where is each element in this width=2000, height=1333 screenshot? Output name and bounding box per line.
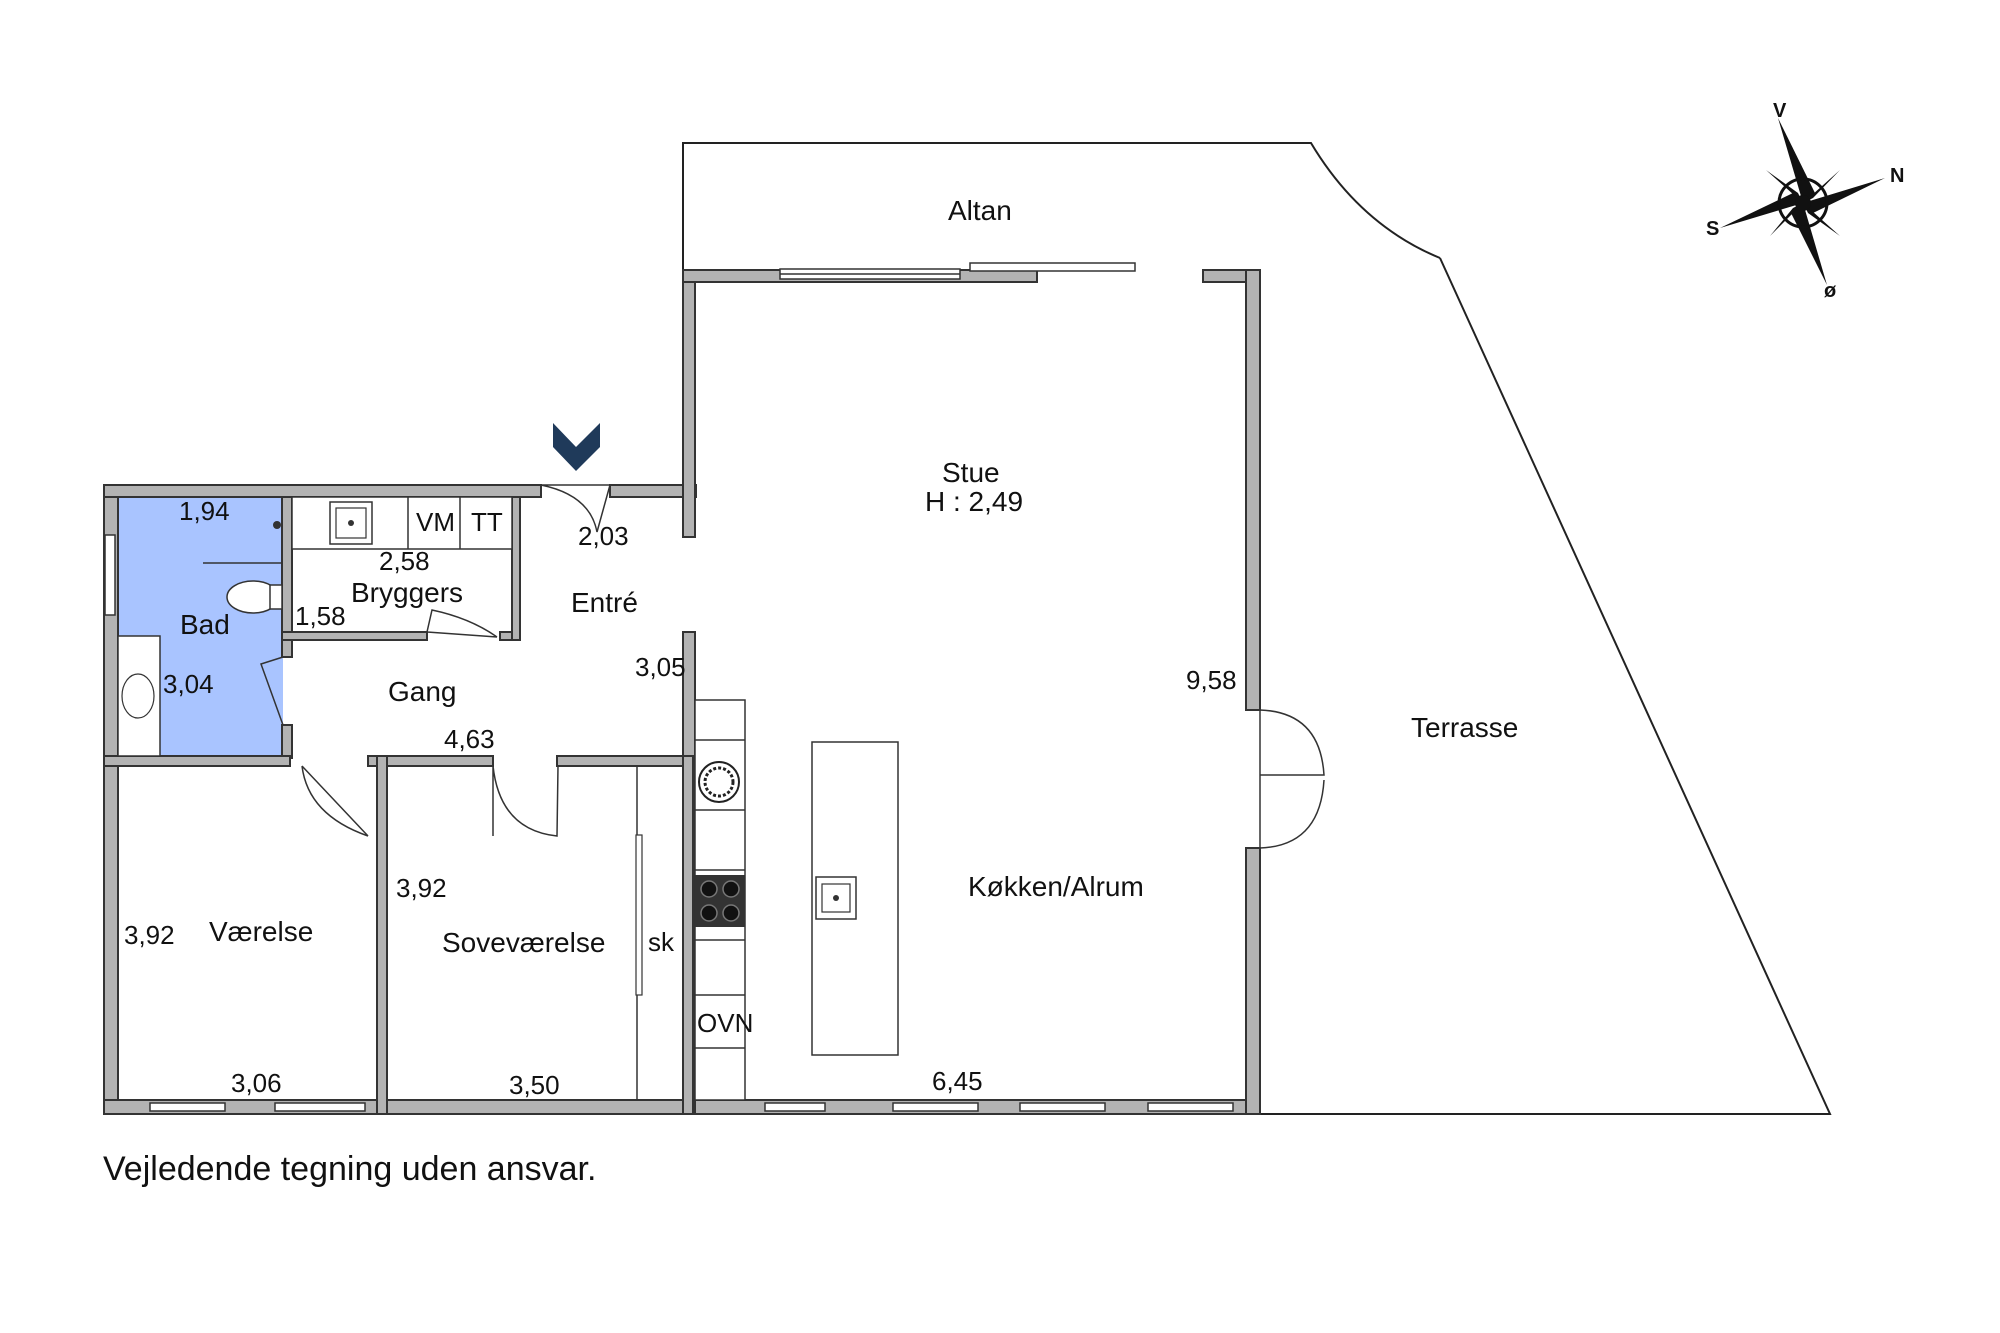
bad-door xyxy=(260,656,284,726)
room-sovevaerelse: Soveværelse xyxy=(442,927,605,958)
windows xyxy=(104,262,1234,1112)
compass-n-label: N xyxy=(1890,165,1904,187)
room-bad: Bad xyxy=(180,609,230,640)
sove-door xyxy=(492,765,559,837)
dim-entre-length: 3,05 xyxy=(635,652,686,682)
dim-bad-width: 1,94 xyxy=(179,496,230,526)
terrasse-outline xyxy=(1260,257,1832,1115)
terrace-door xyxy=(1259,709,1325,849)
dim-entre-width: 2,03 xyxy=(578,521,629,551)
room-bryggers: Bryggers xyxy=(351,577,463,608)
dim-vaerelse-width: 3,06 xyxy=(231,1068,282,1098)
compass-o-label: ø xyxy=(1824,280,1837,302)
dim-sove-length: 3,92 xyxy=(396,873,447,903)
dim-sove-width: 3,50 xyxy=(509,1070,560,1100)
entry-door xyxy=(540,484,611,533)
compass xyxy=(1720,118,1885,285)
room-entre: Entré xyxy=(571,587,638,618)
wardrobe xyxy=(635,766,643,1100)
disclaimer-text: Vejledende tegning uden ansvar. xyxy=(103,1150,597,1188)
dim-bryggers-length: 1,58 xyxy=(295,601,346,631)
fixture-tt: TT xyxy=(471,507,503,537)
room-terrasse: Terrasse xyxy=(1411,712,1518,743)
dim-gang-width: 4,63 xyxy=(444,724,495,754)
kitchen-counter xyxy=(694,699,746,1101)
room-kokken: Køkken/Alrum xyxy=(968,871,1144,902)
kitchen-island xyxy=(811,741,899,1056)
entry-marker xyxy=(553,423,600,471)
compass-s-label: S xyxy=(1706,218,1719,240)
dim-bryggers-width: 2,58 xyxy=(379,546,430,576)
fixture-vm: VM xyxy=(416,507,455,537)
bryggers-door xyxy=(426,609,498,638)
dim-stue-length: 9,58 xyxy=(1186,665,1237,695)
fixture-sk: sk xyxy=(648,927,675,957)
room-vaerelse: Værelse xyxy=(209,916,313,947)
dim-bad-length: 3,04 xyxy=(163,669,214,699)
room-altan: Altan xyxy=(948,195,1012,226)
altan-outline xyxy=(682,142,1441,272)
bryggers-counter xyxy=(291,496,513,550)
room-gang: Gang xyxy=(388,676,457,707)
bad-fixtures xyxy=(117,521,283,757)
room-stue-height: H : 2,49 xyxy=(925,486,1023,517)
dim-kokken-width: 6,45 xyxy=(932,1066,983,1096)
vaerelse-door xyxy=(301,765,369,837)
dim-vaerelse-length: 3,92 xyxy=(124,920,175,950)
fixture-ovn: OVN xyxy=(697,1008,753,1038)
room-stue: Stue xyxy=(942,457,1000,488)
compass-v-label: V xyxy=(1773,100,1787,122)
